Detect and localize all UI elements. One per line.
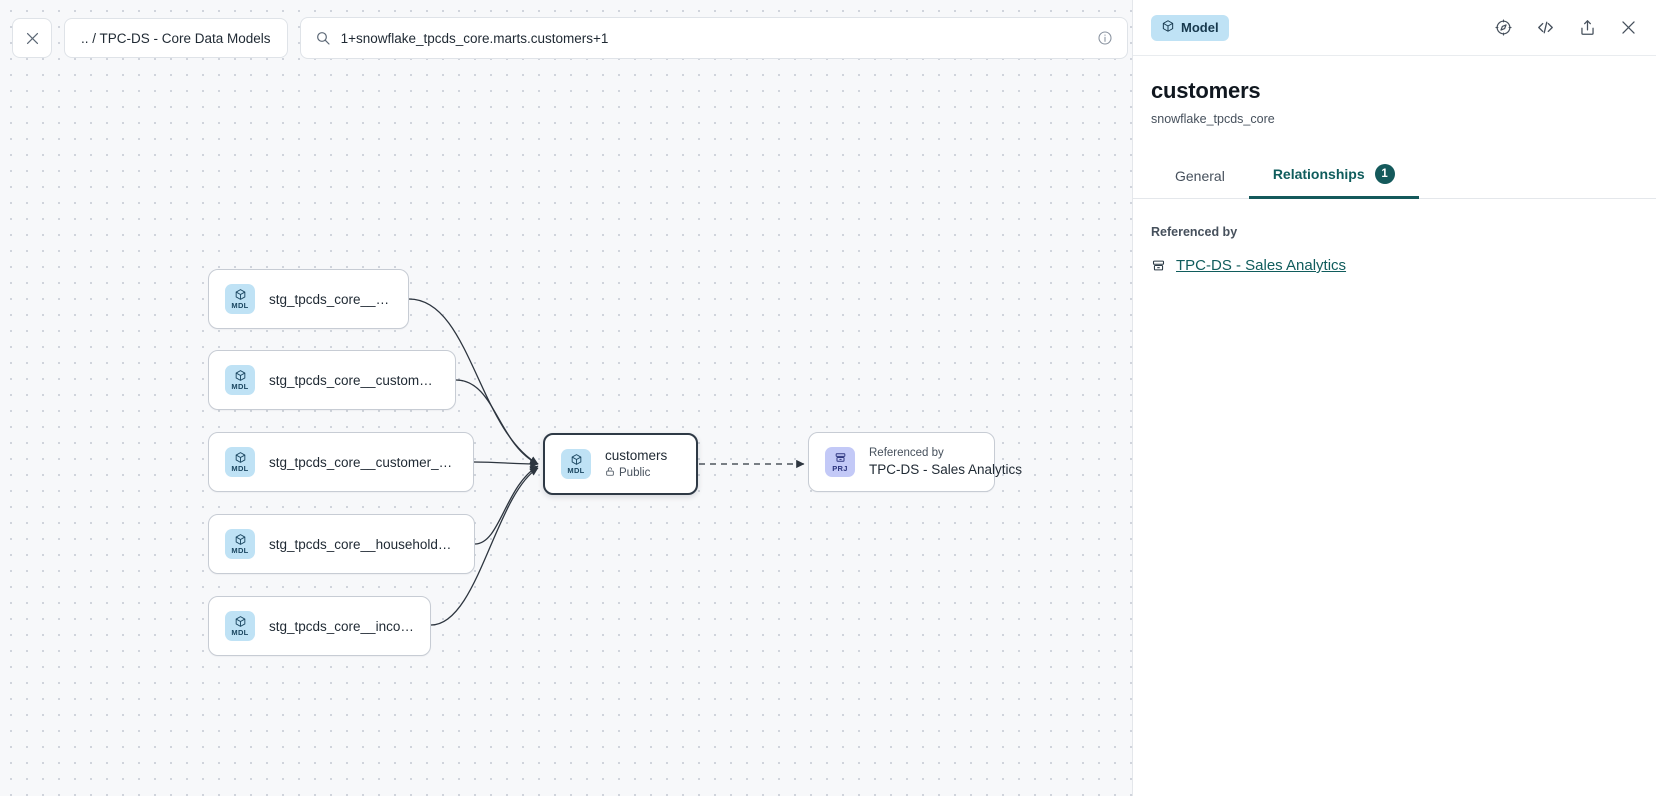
tab-relationships-count: 1 xyxy=(1374,164,1395,184)
badge-label: MDL xyxy=(231,464,249,474)
node-label: stg_tpcds_core__customer xyxy=(269,291,392,307)
model-badge: MDL xyxy=(561,449,591,479)
code-icon[interactable] xyxy=(1535,18,1556,37)
graph-node-stg-household-demographics[interactable]: MDL stg_tpcds_core__household_demogr… xyxy=(208,514,475,574)
badge-label: MDL xyxy=(231,546,249,556)
page-title: customers xyxy=(1151,78,1261,103)
share-icon[interactable] xyxy=(1578,18,1597,37)
lock-open-icon xyxy=(605,466,615,480)
lineage-canvas[interactable]: .. / TPC-DS - Core Data Models xyxy=(0,0,1132,796)
badge-label: PRJ xyxy=(832,464,848,474)
panel-tabs: General Relationships 1 xyxy=(1133,154,1656,199)
panel-action-group xyxy=(1494,18,1638,37)
explore-icon[interactable] xyxy=(1494,18,1513,37)
model-badge: MDL xyxy=(225,365,255,395)
project-icon xyxy=(1151,258,1166,273)
panel-header: customers snowflake_tpcds_core xyxy=(1133,56,1656,126)
cube-icon xyxy=(1161,19,1175,36)
close-icon xyxy=(24,30,41,47)
node-label: stg_tpcds_core__household_demogr… xyxy=(269,536,458,552)
panel-subtitle: snowflake_tpcds_core xyxy=(1151,112,1275,126)
reference-link[interactable]: TPC-DS - Sales Analytics xyxy=(1176,257,1347,274)
model-badge: MDL xyxy=(225,284,255,314)
badge-label: MDL xyxy=(567,466,585,476)
model-badge: MDL xyxy=(225,447,255,477)
graph-node-customers-selected[interactable]: MDL customers Public xyxy=(543,433,698,495)
breadcrumb-label: .. / TPC-DS - Core Data Models xyxy=(81,30,271,46)
badge-label: MDL xyxy=(231,301,249,311)
badge-label: MDL xyxy=(231,628,249,638)
node-access: Public xyxy=(605,466,667,480)
node-label: stg_tpcds_core__income_band xyxy=(269,618,414,634)
node-title: customers xyxy=(605,448,668,463)
model-type-label: Model xyxy=(1181,20,1219,35)
node-kicker: Referenced by xyxy=(869,447,944,459)
graph-node-stg-customer-demographics[interactable]: MDL stg_tpcds_core__customer_demogra… xyxy=(208,432,474,492)
project-badge: PRJ xyxy=(825,447,855,477)
graph-node-stg-customer-address[interactable]: MDL stg_tpcds_core__customer_address xyxy=(208,350,456,410)
node-title: TPC-DS - Sales Analytics xyxy=(869,462,1023,477)
model-type-chip[interactable]: Model xyxy=(1151,14,1229,41)
node-text-stack: Referenced by TPC-DS - Sales Analytics xyxy=(869,447,1023,477)
model-badge: MDL xyxy=(225,611,255,641)
tab-general-label: General xyxy=(1175,168,1225,184)
tab-relationships[interactable]: Relationships 1 xyxy=(1248,154,1419,199)
node-access-label: Public xyxy=(619,467,651,479)
tab-general[interactable]: General xyxy=(1151,158,1249,199)
referenced-by-label: Referenced by xyxy=(1151,225,1238,239)
graph-node-stg-income-band[interactable]: MDL stg_tpcds_core__income_band xyxy=(208,596,431,656)
graph-node-stg-customer[interactable]: MDL stg_tpcds_core__customer xyxy=(208,269,409,329)
panel-toolbar: Model xyxy=(1133,0,1656,56)
tab-relationships-label: Relationships xyxy=(1272,166,1365,182)
close-icon[interactable] xyxy=(1619,18,1638,37)
lineage-search[interactable] xyxy=(299,17,1128,59)
list-item[interactable]: TPC-DS - Sales Analytics xyxy=(1151,257,1638,274)
node-label: stg_tpcds_core__customer_demogra… xyxy=(269,454,457,470)
canvas-toolbar: .. / TPC-DS - Core Data Models xyxy=(12,17,1132,59)
info-icon[interactable] xyxy=(1097,30,1113,46)
breadcrumb[interactable]: .. / TPC-DS - Core Data Models xyxy=(64,18,288,58)
badge-label: MDL xyxy=(231,382,249,392)
node-text-stack: customers Public xyxy=(605,448,667,480)
search-icon xyxy=(315,30,331,46)
graph-nodes: MDL stg_tpcds_core__customer MDL stg_tpc… xyxy=(208,269,1023,656)
details-panel: Model xyxy=(1132,0,1656,796)
model-badge: MDL xyxy=(225,529,255,559)
graph-node-sales-analytics-project[interactable]: PRJ Referenced by TPC-DS - Sales Analyti… xyxy=(808,432,1023,492)
node-label: stg_tpcds_core__customer_address xyxy=(269,372,439,388)
panel-content: Referenced by TPC-DS - Sales Analytics xyxy=(1133,199,1656,796)
close-lineage-button[interactable] xyxy=(12,18,52,58)
search-input[interactable] xyxy=(340,30,1087,46)
